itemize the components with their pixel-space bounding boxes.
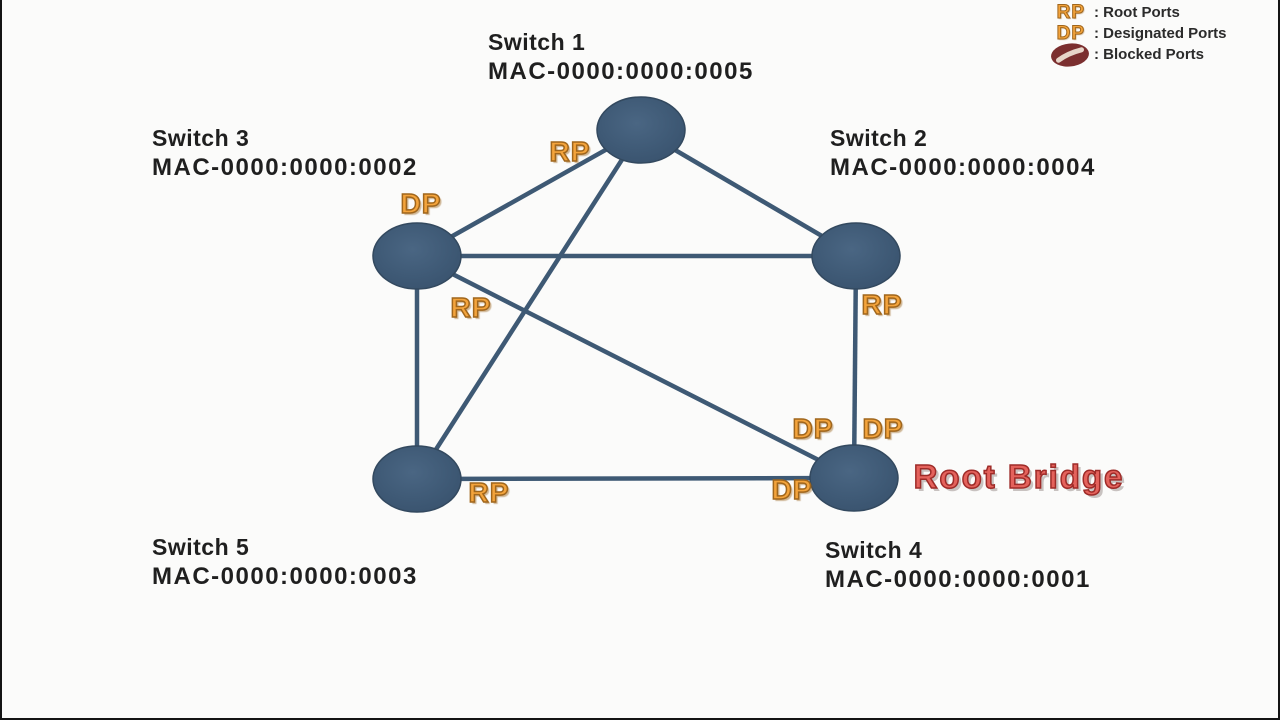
legend-rp-label: : Root Ports <box>1094 4 1180 21</box>
node-switch3 <box>372 222 462 290</box>
legend-row-designated-ports: DP : Designated Ports <box>1050 22 1227 44</box>
port-label-switch4-dp-toward-switch2: DP <box>862 412 904 445</box>
blocked-port-icon <box>1051 42 1089 67</box>
legend-rp-symbol: RP <box>1056 1 1085 23</box>
label-switch5: Switch 5 MAC-0000:0000:0003 <box>152 533 418 591</box>
node-switch2 <box>811 222 901 290</box>
legend-blocked-label: : Blocked Ports <box>1094 46 1205 63</box>
node-switch5 <box>372 445 462 513</box>
legend-dp-label: : Designated Ports <box>1094 25 1227 42</box>
switch4-name: Switch 4 <box>825 537 923 563</box>
label-switch4: Switch 4 MAC-0000:0000:0001 <box>825 536 1091 594</box>
link-switch1-switch3 <box>415 128 643 258</box>
legend: RP : Root Ports DP : Designated Ports : … <box>1050 1 1227 67</box>
legend-dp-symbol: DP <box>1056 22 1085 44</box>
port-label-switch5-rp: RP <box>468 476 510 509</box>
label-switch2: Switch 2 MAC-0000:0000:0004 <box>830 124 1096 182</box>
port-label-switch3-rp: RP <box>450 291 492 324</box>
label-switch3: Switch 3 MAC-0000:0000:0002 <box>152 124 418 182</box>
legend-row-blocked-ports: : Blocked Ports <box>1050 42 1227 67</box>
link-switch3-switch4 <box>415 253 856 481</box>
root-bridge-annotation: Root Bridge <box>913 457 1125 496</box>
switch3-mac: MAC-0000:0000:0002 <box>152 154 418 181</box>
switch4-mac: MAC-0000:0000:0001 <box>825 566 1091 593</box>
switch5-mac: MAC-0000:0000:0003 <box>152 563 418 590</box>
link-switch1-switch2 <box>639 128 858 258</box>
switch2-mac: MAC-0000:0000:0004 <box>830 154 1096 181</box>
frame-edge-bottom <box>0 718 1280 720</box>
switch5-name: Switch 5 <box>152 534 250 560</box>
switch3-name: Switch 3 <box>152 125 250 151</box>
switch1-name: Switch 1 <box>488 29 586 55</box>
node-switch1 <box>596 96 686 164</box>
link-switch1-switch5 <box>415 128 643 481</box>
label-switch1: Switch 1 MAC-0000:0000:0005 <box>488 28 754 86</box>
port-label-switch4-dp-toward-switch3: DP <box>792 412 834 445</box>
port-label-switch1-rp: RP <box>549 135 591 168</box>
link-lines <box>414 128 859 482</box>
frame-edge-left <box>0 0 2 720</box>
legend-row-root-ports: RP : Root Ports <box>1050 1 1227 23</box>
switch1-mac: MAC-0000:0000:0005 <box>488 58 754 85</box>
node-switch4 <box>809 444 899 512</box>
frame-edge-right <box>1278 0 1280 720</box>
port-label-switch3-dp: DP <box>400 187 442 220</box>
port-label-switch2-rp: RP <box>861 288 903 321</box>
link-switch2-switch4 <box>851 255 859 479</box>
link-switch5-switch4 <box>416 475 855 482</box>
switch2-name: Switch 2 <box>830 125 928 151</box>
port-label-switch4-dp-toward-switch5: DP <box>771 473 813 506</box>
